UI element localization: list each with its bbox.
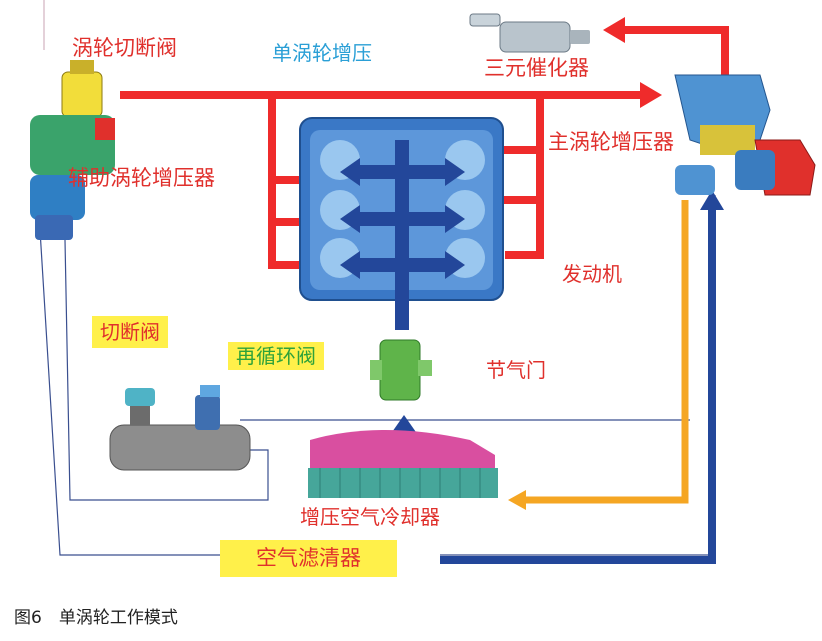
catalytic-converter-label: 三元催化器: [484, 56, 589, 80]
main-turbocharger-label: 主涡轮增压器: [548, 130, 674, 154]
recirculation-valve-label: 再循环阀: [228, 342, 324, 370]
single-turbo-label: 单涡轮增压: [272, 41, 372, 65]
intercooler: [308, 430, 498, 498]
engine-label: 发动机: [562, 262, 622, 286]
main-turbocharger: [674, 74, 816, 196]
throttle-body: [370, 339, 432, 401]
turbo-cutoff-valve-label: 涡轮切断阀: [72, 36, 177, 60]
figure-caption: 图6 单涡轮工作模式: [14, 608, 178, 628]
throttle-label: 节气门: [486, 358, 546, 382]
aux-turbocharger: [30, 60, 115, 240]
intake-line: [440, 190, 724, 564]
engine-block: [299, 117, 504, 330]
air-filter-label: 空气滤清器: [220, 540, 397, 577]
aux-turbocharger-label: 辅助涡轮增压器: [68, 166, 215, 190]
exhaust-line: [120, 17, 729, 269]
cutoff-valve-label: 切断阀: [92, 316, 168, 348]
catalytic-converter: [469, 13, 590, 53]
boost-line: [508, 200, 689, 510]
recirculation-valve: [109, 385, 251, 471]
intercooler-label: 增压空气冷却器: [300, 505, 440, 529]
